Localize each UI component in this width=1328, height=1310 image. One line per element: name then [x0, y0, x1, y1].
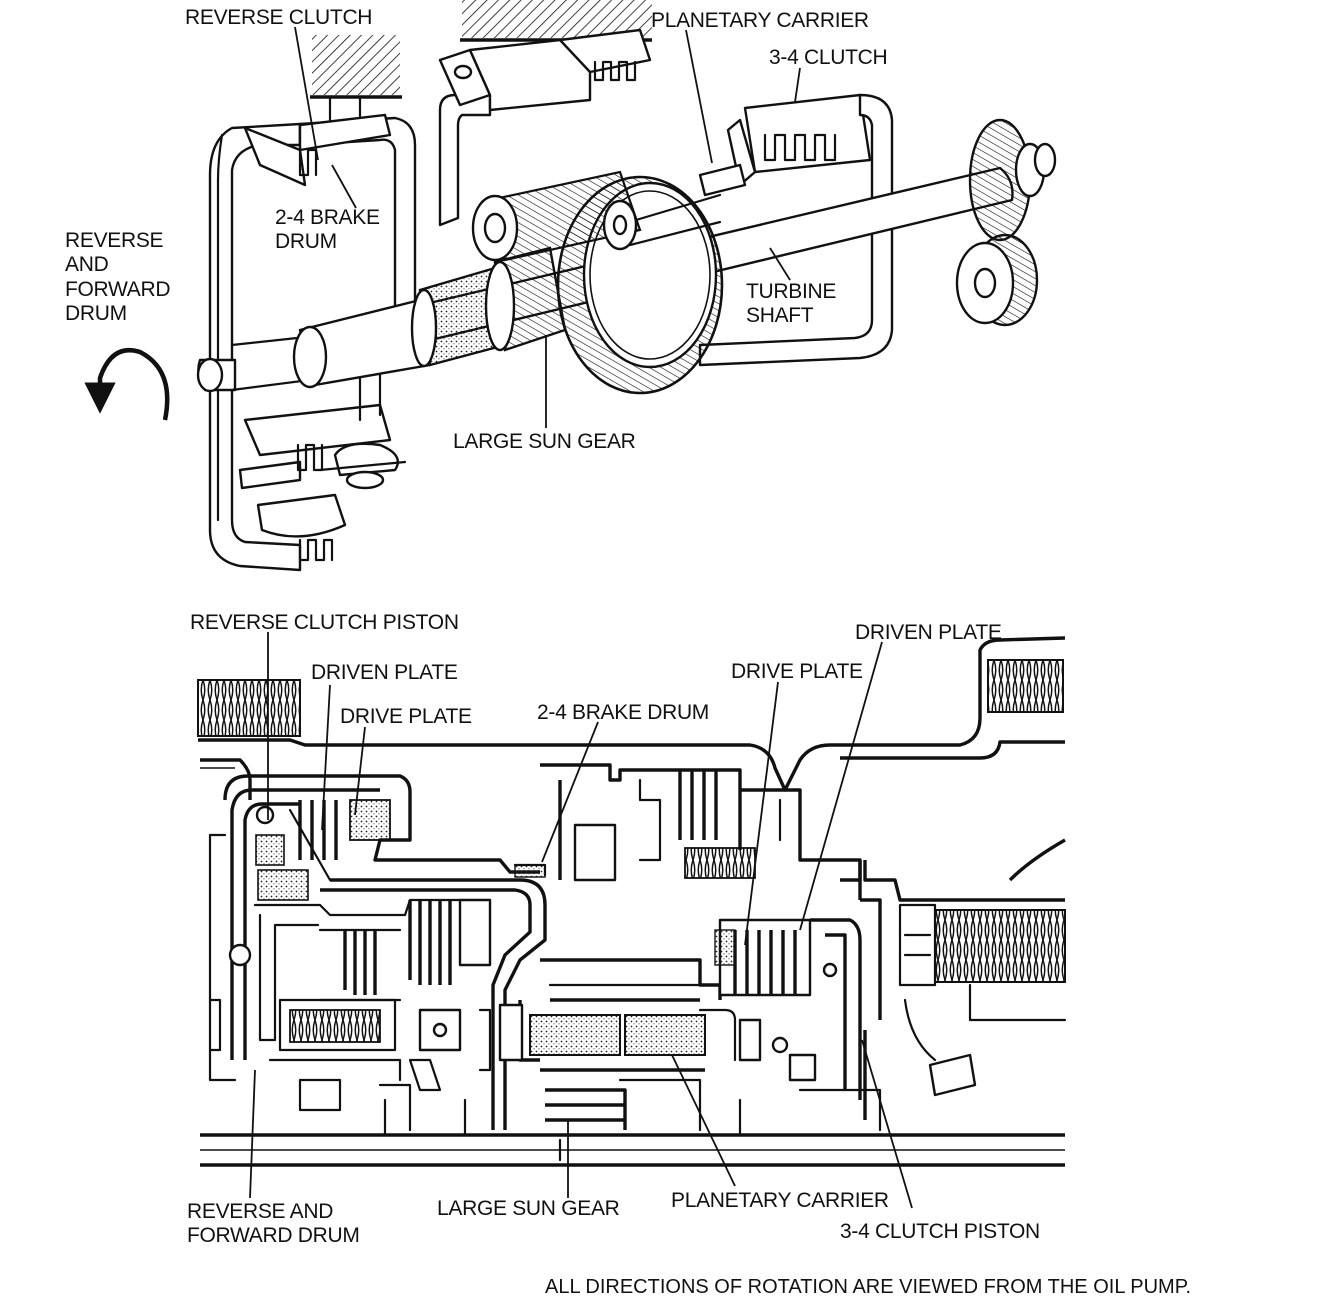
label-turbine-shaft-l2: SHAFT	[746, 304, 814, 327]
idler-gear	[955, 233, 1039, 327]
upper-spring	[684, 847, 756, 879]
reverse-clutch-block	[243, 126, 307, 187]
output-gear	[968, 118, 1057, 242]
planetary-carrier-section	[540, 958, 722, 1000]
planet-pinion-upper	[471, 170, 642, 262]
top-clutch-teeth	[593, 60, 637, 82]
lower-clutch-teeth-b	[298, 538, 334, 562]
label-drive-plate-left: DRIVE PLATE	[340, 705, 472, 728]
label-reverse-clutch-piston: REVERSE CLUTCH PISTON	[190, 611, 459, 634]
carrier-upper-frame	[438, 93, 492, 227]
upper-brake-band-plates	[678, 770, 718, 840]
reverse-forward-drum-section	[223, 774, 540, 874]
label-24-brake-drum: 2-4 BRAKE DRUM	[537, 701, 709, 724]
label-large-sun-gear-bottom: LARGE SUN GEAR	[437, 1197, 620, 1220]
label-rev-fwd-drum-l1: REVERSE	[65, 229, 164, 252]
label-rev-fwd-drum-bottom-l1: REVERSE AND	[187, 1200, 333, 1223]
label-24-brake-drum-l1: 2-4 BRAKE	[275, 206, 380, 229]
bottom-section-view: REVERSE CLUTCH PISTON DRIVEN PLATE DRIVE…	[187, 611, 1067, 1247]
right-clutch-pack	[714, 918, 812, 997]
piston-spring-lower	[289, 1009, 381, 1043]
planet-pinion-middle	[602, 193, 722, 251]
reverse-clutch-piston-fill	[257, 869, 309, 901]
brake-drum-24-section	[330, 878, 547, 1130]
label-turbine-shaft-l1: TURBINE	[746, 280, 836, 303]
footnote-rotation: ALL DIRECTIONS OF ROTATION ARE VIEWED FR…	[545, 1276, 1191, 1298]
large-sun-gear-section	[529, 1014, 621, 1056]
housing-hatch-left	[312, 35, 400, 95]
left-clutch-pack	[288, 799, 391, 882]
output-shaft-spring	[934, 909, 1066, 983]
clutch-34-teeth	[763, 133, 837, 162]
label-planetary-carrier-top: PLANETARY CARRIER	[651, 9, 869, 32]
label-planetary-carrier-bottom: PLANETARY CARRIER	[671, 1189, 889, 1212]
rotation-arrow-icon	[84, 348, 170, 421]
label-rev-fwd-drum-bottom-l2: FORWARD DRUM	[187, 1224, 360, 1247]
label-driven-plate-left: DRIVEN PLATE	[311, 661, 458, 684]
clutch-34-box	[743, 93, 872, 174]
label-rev-fwd-drum-l2: AND	[65, 253, 109, 276]
return-spring-left	[197, 679, 301, 737]
label-34-clutch: 3-4 CLUTCH	[769, 46, 887, 69]
label-34-clutch-piston: 3-4 CLUTCH PISTON	[840, 1220, 1040, 1243]
return-spring-right	[987, 659, 1064, 713]
top-exploded-view: REVERSE CLUTCH PLANETARY CARRIER 3-4 CLU…	[65, 0, 1057, 572]
label-drive-plate-right: DRIVE PLATE	[731, 660, 863, 683]
case-outline-top	[198, 636, 1066, 792]
label-driven-plate-right: DRIVEN PLATE	[855, 621, 1002, 644]
large-sun-gear-teeth	[484, 246, 567, 352]
label-rev-fwd-drum-l4: DRUM	[65, 302, 127, 325]
center-clutch-plates	[343, 900, 452, 995]
label-rev-fwd-drum-l3: FORWARD	[65, 278, 170, 301]
label-large-sun-gear-top: LARGE SUN GEAR	[453, 430, 636, 453]
label-reverse-clutch: REVERSE CLUTCH	[185, 6, 372, 29]
label-24-brake-drum-l2: DRUM	[275, 230, 337, 253]
